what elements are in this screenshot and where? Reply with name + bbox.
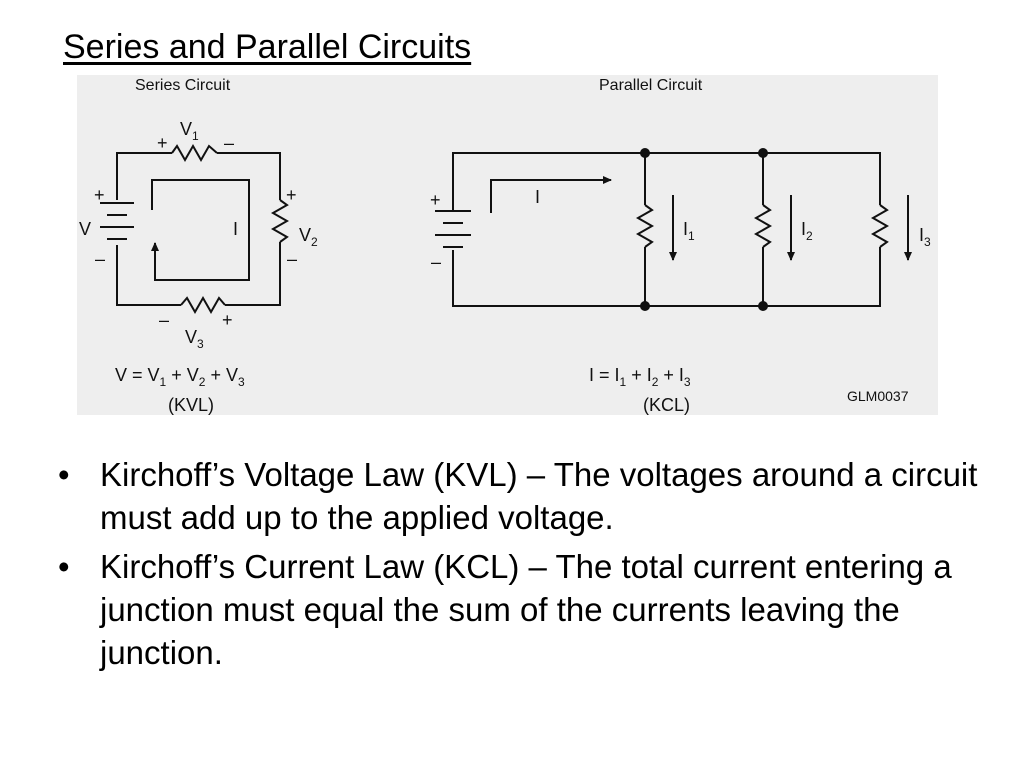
series-source-plus: +	[94, 185, 105, 205]
v2-label: V2	[299, 225, 318, 249]
junction-dot	[758, 301, 768, 311]
bullet-list: • Kirchoff’s Voltage Law (KVL) – The vol…	[58, 453, 998, 680]
v2-minus: –	[287, 249, 297, 269]
series-top-wire-left	[116, 152, 172, 200]
v1-plus: +	[157, 133, 168, 153]
bullet-text: Kirchoff’s Voltage Law (KVL) – The volta…	[100, 456, 978, 536]
bullet-text: Kirchoff’s Current Law (KCL) – The total…	[100, 548, 952, 671]
parallel-labels: + – I I1 I2 I3 I = I1 + I2 + I3 (KCL)	[430, 187, 931, 415]
v3-label: V3	[185, 327, 204, 351]
junction-dot	[640, 148, 650, 158]
circuit-figure: Series Circuit V + – I	[77, 75, 938, 415]
kvl-law-label: (KVL)	[168, 395, 214, 415]
v1-minus: –	[224, 133, 234, 153]
i2-label: I2	[801, 219, 813, 243]
resistor-i2	[753, 204, 773, 248]
series-current-label: I	[233, 219, 238, 239]
bullet-marker: •	[58, 456, 70, 493]
series-circuit: Series Circuit	[100, 77, 290, 315]
parallel-outer-loop	[452, 152, 881, 210]
parallel-source-plus: +	[430, 190, 441, 210]
resistor-v2	[270, 199, 290, 243]
parallel-source-minus: –	[431, 252, 441, 272]
series-source-label: V	[79, 219, 91, 239]
series-top-wire-right	[217, 152, 281, 200]
junction-dot	[758, 148, 768, 158]
v2-plus: +	[286, 185, 297, 205]
series-labels: V + – I V1 + – V2 + – V3 – + V = V1 + V2…	[79, 119, 318, 415]
bullet-kvl: • Kirchoff’s Voltage Law (KVL) – The vol…	[58, 453, 998, 539]
v3-plus: +	[222, 310, 233, 330]
slide-title: Series and Parallel Circuits	[63, 28, 472, 66]
bullet-marker: •	[58, 548, 70, 585]
v3-minus: –	[159, 310, 169, 330]
series-bottom-wire	[116, 245, 181, 306]
main-current-arrow-icon	[490, 176, 612, 213]
series-heading: Series Circuit	[135, 77, 231, 94]
kvl-equation: V = V1 + V2 + V3	[115, 365, 245, 389]
series-current-loop	[151, 179, 250, 281]
parallel-bottom-wire	[452, 250, 881, 307]
parallel-heading: Parallel Circuit	[599, 77, 703, 94]
resistor-v3	[180, 295, 226, 315]
resistor-v1	[171, 143, 218, 163]
i3-label: I3	[919, 225, 931, 249]
kcl-law-label: (KCL)	[643, 395, 690, 415]
figure-code: GLM0037	[847, 388, 909, 404]
parallel-current-label: I	[535, 187, 540, 207]
parallel-circuit: Parallel Circuit	[435, 77, 912, 311]
circuit-diagrams: Series Circuit V + – I	[79, 77, 931, 415]
resistor-i1	[635, 204, 655, 248]
junction-dot	[640, 301, 650, 311]
i1-label: I1	[683, 219, 695, 243]
bullet-kcl: • Kirchoff’s Current Law (KCL) – The tot…	[58, 545, 998, 674]
resistor-i3	[870, 204, 890, 248]
series-right-wire	[225, 242, 281, 306]
kcl-equation: I = I1 + I2 + I3	[589, 365, 691, 389]
series-source-minus: –	[95, 249, 105, 269]
v1-label: V1	[180, 119, 199, 143]
